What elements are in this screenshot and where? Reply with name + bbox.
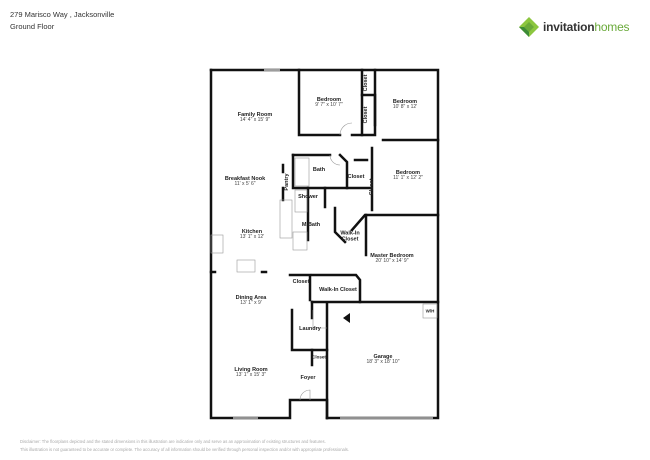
floor-name: Ground Floor — [10, 22, 55, 31]
label-closet-1: Closet — [362, 74, 369, 92]
label-shower: Shower — [298, 193, 318, 200]
garage-entry-arrow-icon — [343, 313, 350, 323]
label-laundry: Laundry — [299, 325, 321, 332]
label-bath: Bath — [312, 166, 326, 173]
label-closet-4: Closet — [347, 173, 365, 180]
logo-text-a: invitation — [543, 20, 595, 34]
disclaimer-line-2: This illustration is not guaranteed to b… — [20, 447, 350, 452]
label-closet-2: Closet — [362, 106, 369, 124]
disclaimer-line-1: Disclaimer: The floorplans depicted and … — [20, 439, 326, 444]
label-m-bath: M.Bath — [301, 221, 321, 228]
logo-text-b: homes — [594, 20, 630, 34]
label-foyer: Foyer — [300, 374, 316, 381]
label-pantry: Pantry — [283, 173, 290, 191]
label-closet-5: Closet — [292, 278, 310, 285]
label-closet-6: Closet — [312, 354, 326, 360]
label-walk-in-closet: Walk-In Closet — [319, 286, 357, 293]
label-water-heater: W/H — [425, 308, 435, 314]
green-diamond-logo-icon — [519, 17, 539, 37]
address: 279 Marisco Way , Jacksonville — [10, 10, 115, 19]
invitation-homes-logo: invitationhomes — [518, 16, 630, 38]
label-closet-3: Closet — [368, 178, 375, 196]
